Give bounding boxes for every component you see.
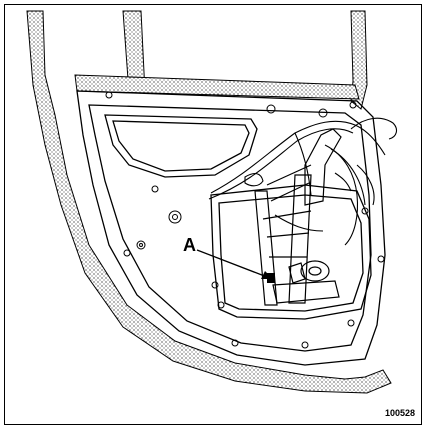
figure-reference-number: 100528 (384, 408, 415, 418)
door-seal (26, 10, 392, 394)
wiring-harness (208, 117, 398, 246)
window-regulator (254, 128, 342, 306)
door-illustration (26, 10, 398, 394)
fixing-points (105, 91, 385, 349)
door-panel (76, 90, 386, 366)
callout-label-a: A (183, 235, 196, 255)
callout-arrow (196, 249, 275, 283)
diagram-frame: A 100528 (4, 4, 422, 425)
